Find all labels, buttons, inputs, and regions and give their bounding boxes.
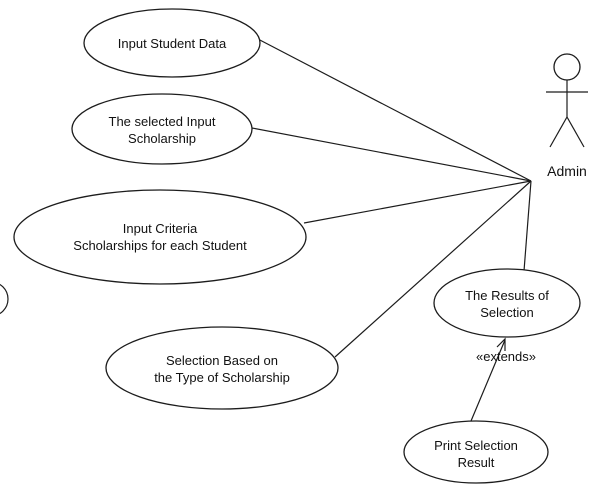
extends-arrowhead-icon bbox=[496, 337, 506, 351]
association-admin-selection-based bbox=[334, 180, 532, 358]
usecase-selection-based-label-line1: Selection Based on bbox=[166, 353, 278, 368]
usecase-input-criteria-ellipse bbox=[13, 189, 307, 285]
usecase-input-student-data-ellipse bbox=[83, 8, 261, 78]
actor-leg-right bbox=[566, 116, 585, 148]
usecase-print-selection-result-label-line1: Print Selection bbox=[434, 438, 518, 453]
usecase-selected-input-scholarship-label-line1: The selected Input bbox=[109, 114, 216, 129]
association-admin-results-of-selection bbox=[523, 180, 532, 272]
usecase-input-criteria-label-line2: Scholarships for each Student bbox=[73, 238, 247, 253]
usecase-results-of-selection-label-line1: The Results of bbox=[465, 288, 549, 303]
clipped-ellipse-edge bbox=[0, 283, 9, 315]
usecase-print-selection-result-ellipse bbox=[403, 420, 549, 484]
usecase-selection-based-ellipse bbox=[105, 326, 339, 410]
usecase-selected-input-scholarship-ellipse bbox=[71, 93, 253, 165]
extends-line bbox=[470, 339, 506, 422]
usecase-results-of-selection-ellipse bbox=[433, 268, 581, 338]
usecase-input-criteria-label-line1: Input Criteria bbox=[123, 221, 198, 236]
association-admin-input-criteria bbox=[303, 180, 532, 224]
association-admin-input-student-data bbox=[255, 37, 532, 182]
usecase-selected-input-scholarship-label-line2: Scholarship bbox=[128, 131, 196, 146]
actor-leg-left bbox=[549, 116, 568, 148]
actor-admin-label: Admin bbox=[547, 163, 587, 179]
usecase-input-student-data-label: Input Student Data bbox=[118, 36, 227, 51]
extends-stereotype-label: «extends» bbox=[476, 349, 536, 364]
usecase-selection-based-label-line2: the Type of Scholarship bbox=[154, 370, 290, 385]
actor-head bbox=[553, 53, 581, 81]
usecase-results-of-selection-label-line2: Selection bbox=[480, 305, 533, 320]
association-admin-selected-input-scholarship bbox=[251, 127, 532, 182]
actor-admin-icon bbox=[546, 53, 588, 148]
usecase-print-selection-result-label-line2: Result bbox=[458, 455, 495, 470]
